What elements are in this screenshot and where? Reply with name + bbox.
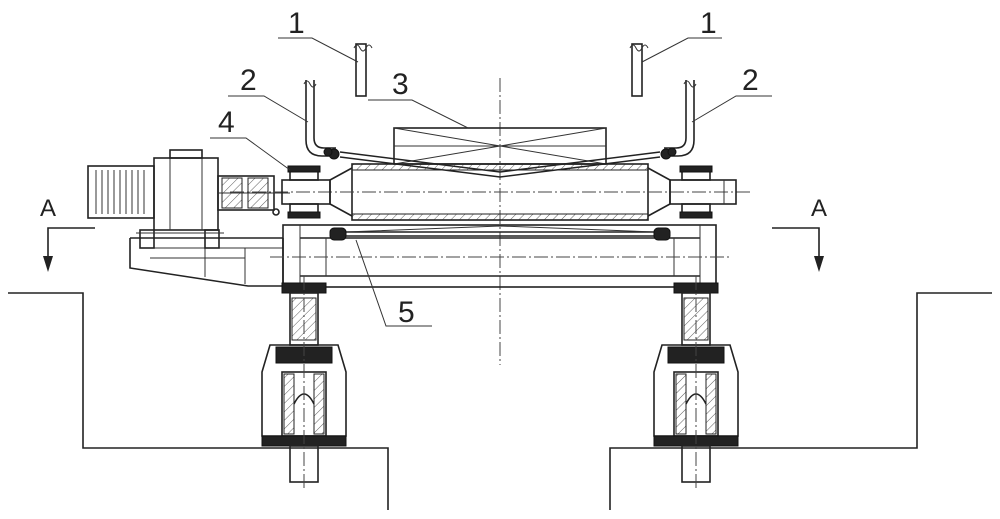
section-mark-right [772,227,824,272]
callout-4: 4 [218,106,235,139]
hook-pipe-left [303,80,336,157]
feed-pipe-right [629,43,649,97]
callout-2-left: 2 [240,64,257,97]
hook-pipe-right [664,80,697,157]
foundation-pit-right [609,292,992,510]
section-mark-left [43,227,95,272]
foundation-pit-left [8,292,389,510]
feed-pipe-left [353,43,373,97]
callout-1-left: 1 [288,7,305,40]
main-frame-beam [270,224,730,288]
drive-base-frame [129,229,284,287]
section-label-left: A [40,195,56,222]
callout-2-right: 2 [742,64,759,97]
support-column-right [653,276,739,490]
drive-motor [87,149,219,231]
lower-tie-rod [329,225,671,241]
callout-1-right: 1 [700,7,717,40]
support-column-left [261,276,347,490]
callout-3: 3 [392,68,409,101]
leader-lines [210,37,772,327]
section-label-right: A [811,195,827,222]
shaft-coupling [217,175,290,216]
shaft-right [669,165,737,219]
callout-5: 5 [398,296,415,329]
